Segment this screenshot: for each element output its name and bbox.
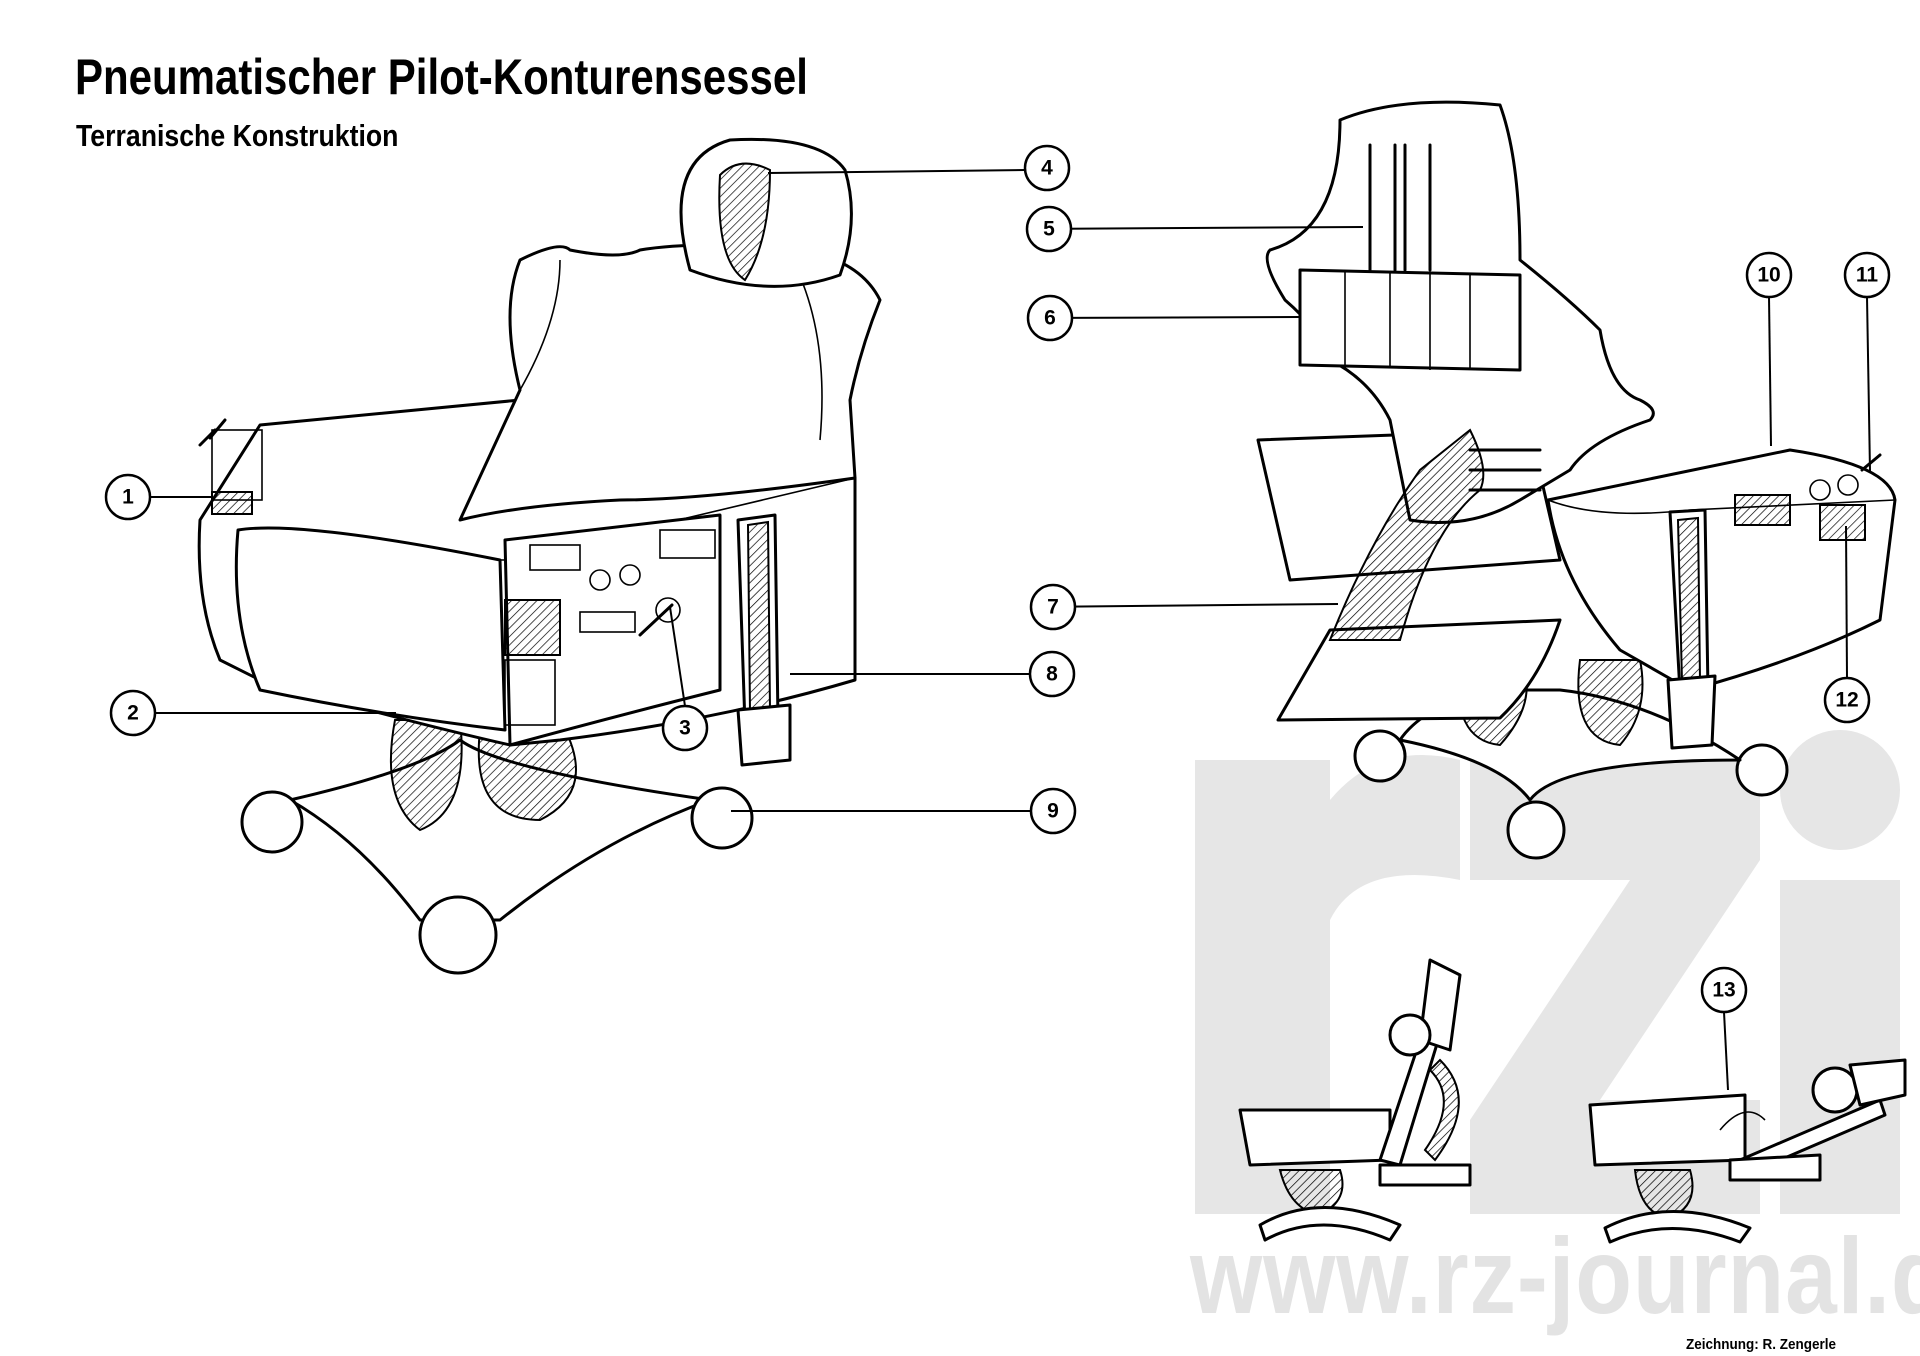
svg-text:13: 13 — [1712, 979, 1735, 1002]
chair-side-view-reclined — [1588, 1058, 1907, 1244]
svg-text:1: 1 — [122, 486, 134, 509]
callout-11: 11 — [1843, 251, 1891, 299]
armrest-box-right — [1546, 448, 1897, 692]
leader-lines — [150, 169, 1871, 1091]
svg-text:6: 6 — [1044, 307, 1056, 330]
svg-text:12: 12 — [1835, 689, 1858, 712]
callout-1: 1 — [104, 473, 152, 521]
callout-12: 12 — [1823, 676, 1871, 724]
caster-ball — [690, 786, 754, 850]
page-subtitle: Terranische Konstruktion — [76, 118, 399, 153]
svg-text:10: 10 — [1757, 264, 1780, 287]
chair-front-view — [197, 137, 882, 975]
callout-2: 2 — [109, 689, 157, 737]
armrest-control-panel — [503, 513, 722, 747]
callout-4: 4 — [1023, 144, 1071, 192]
svg-text:5: 5 — [1043, 218, 1055, 241]
callout-8: 8 — [1028, 650, 1076, 698]
rz-watermark-logo — [1195, 730, 1900, 1214]
caster-ball — [1353, 729, 1407, 783]
watermark-url: www.rz-journal.de — [1190, 1215, 1920, 1336]
chair-rear-view — [1256, 100, 1897, 860]
callout-7: 7 — [1029, 583, 1077, 631]
caster-ball — [1506, 800, 1566, 860]
callout-13: 13 — [1700, 966, 1748, 1014]
svg-text:2: 2 — [127, 702, 139, 725]
page-title: Pneumatischer Pilot-Konturensessel — [75, 49, 808, 105]
callout-3: 3 — [661, 704, 709, 752]
svg-text:11: 11 — [1856, 264, 1879, 287]
chair-side-view-upright — [1238, 958, 1472, 1242]
callout-5: 5 — [1025, 205, 1073, 253]
callout-6: 6 — [1026, 294, 1074, 342]
svg-text:3: 3 — [679, 717, 691, 740]
caster-ball — [240, 790, 304, 854]
svg-text:7: 7 — [1047, 596, 1059, 619]
footrest-wedge — [1276, 618, 1562, 722]
svg-text:9: 9 — [1047, 800, 1059, 823]
callout-9: 9 — [1029, 787, 1077, 835]
svg-text:4: 4 — [1041, 157, 1053, 180]
backrest-left — [458, 243, 882, 522]
svg-text:8: 8 — [1046, 663, 1058, 686]
drawing-credit: Zeichnung: R. Zengerle — [1686, 1336, 1837, 1353]
callout-10: 10 — [1745, 251, 1793, 299]
caster-ball — [1735, 743, 1789, 797]
caster-ball — [418, 895, 498, 975]
